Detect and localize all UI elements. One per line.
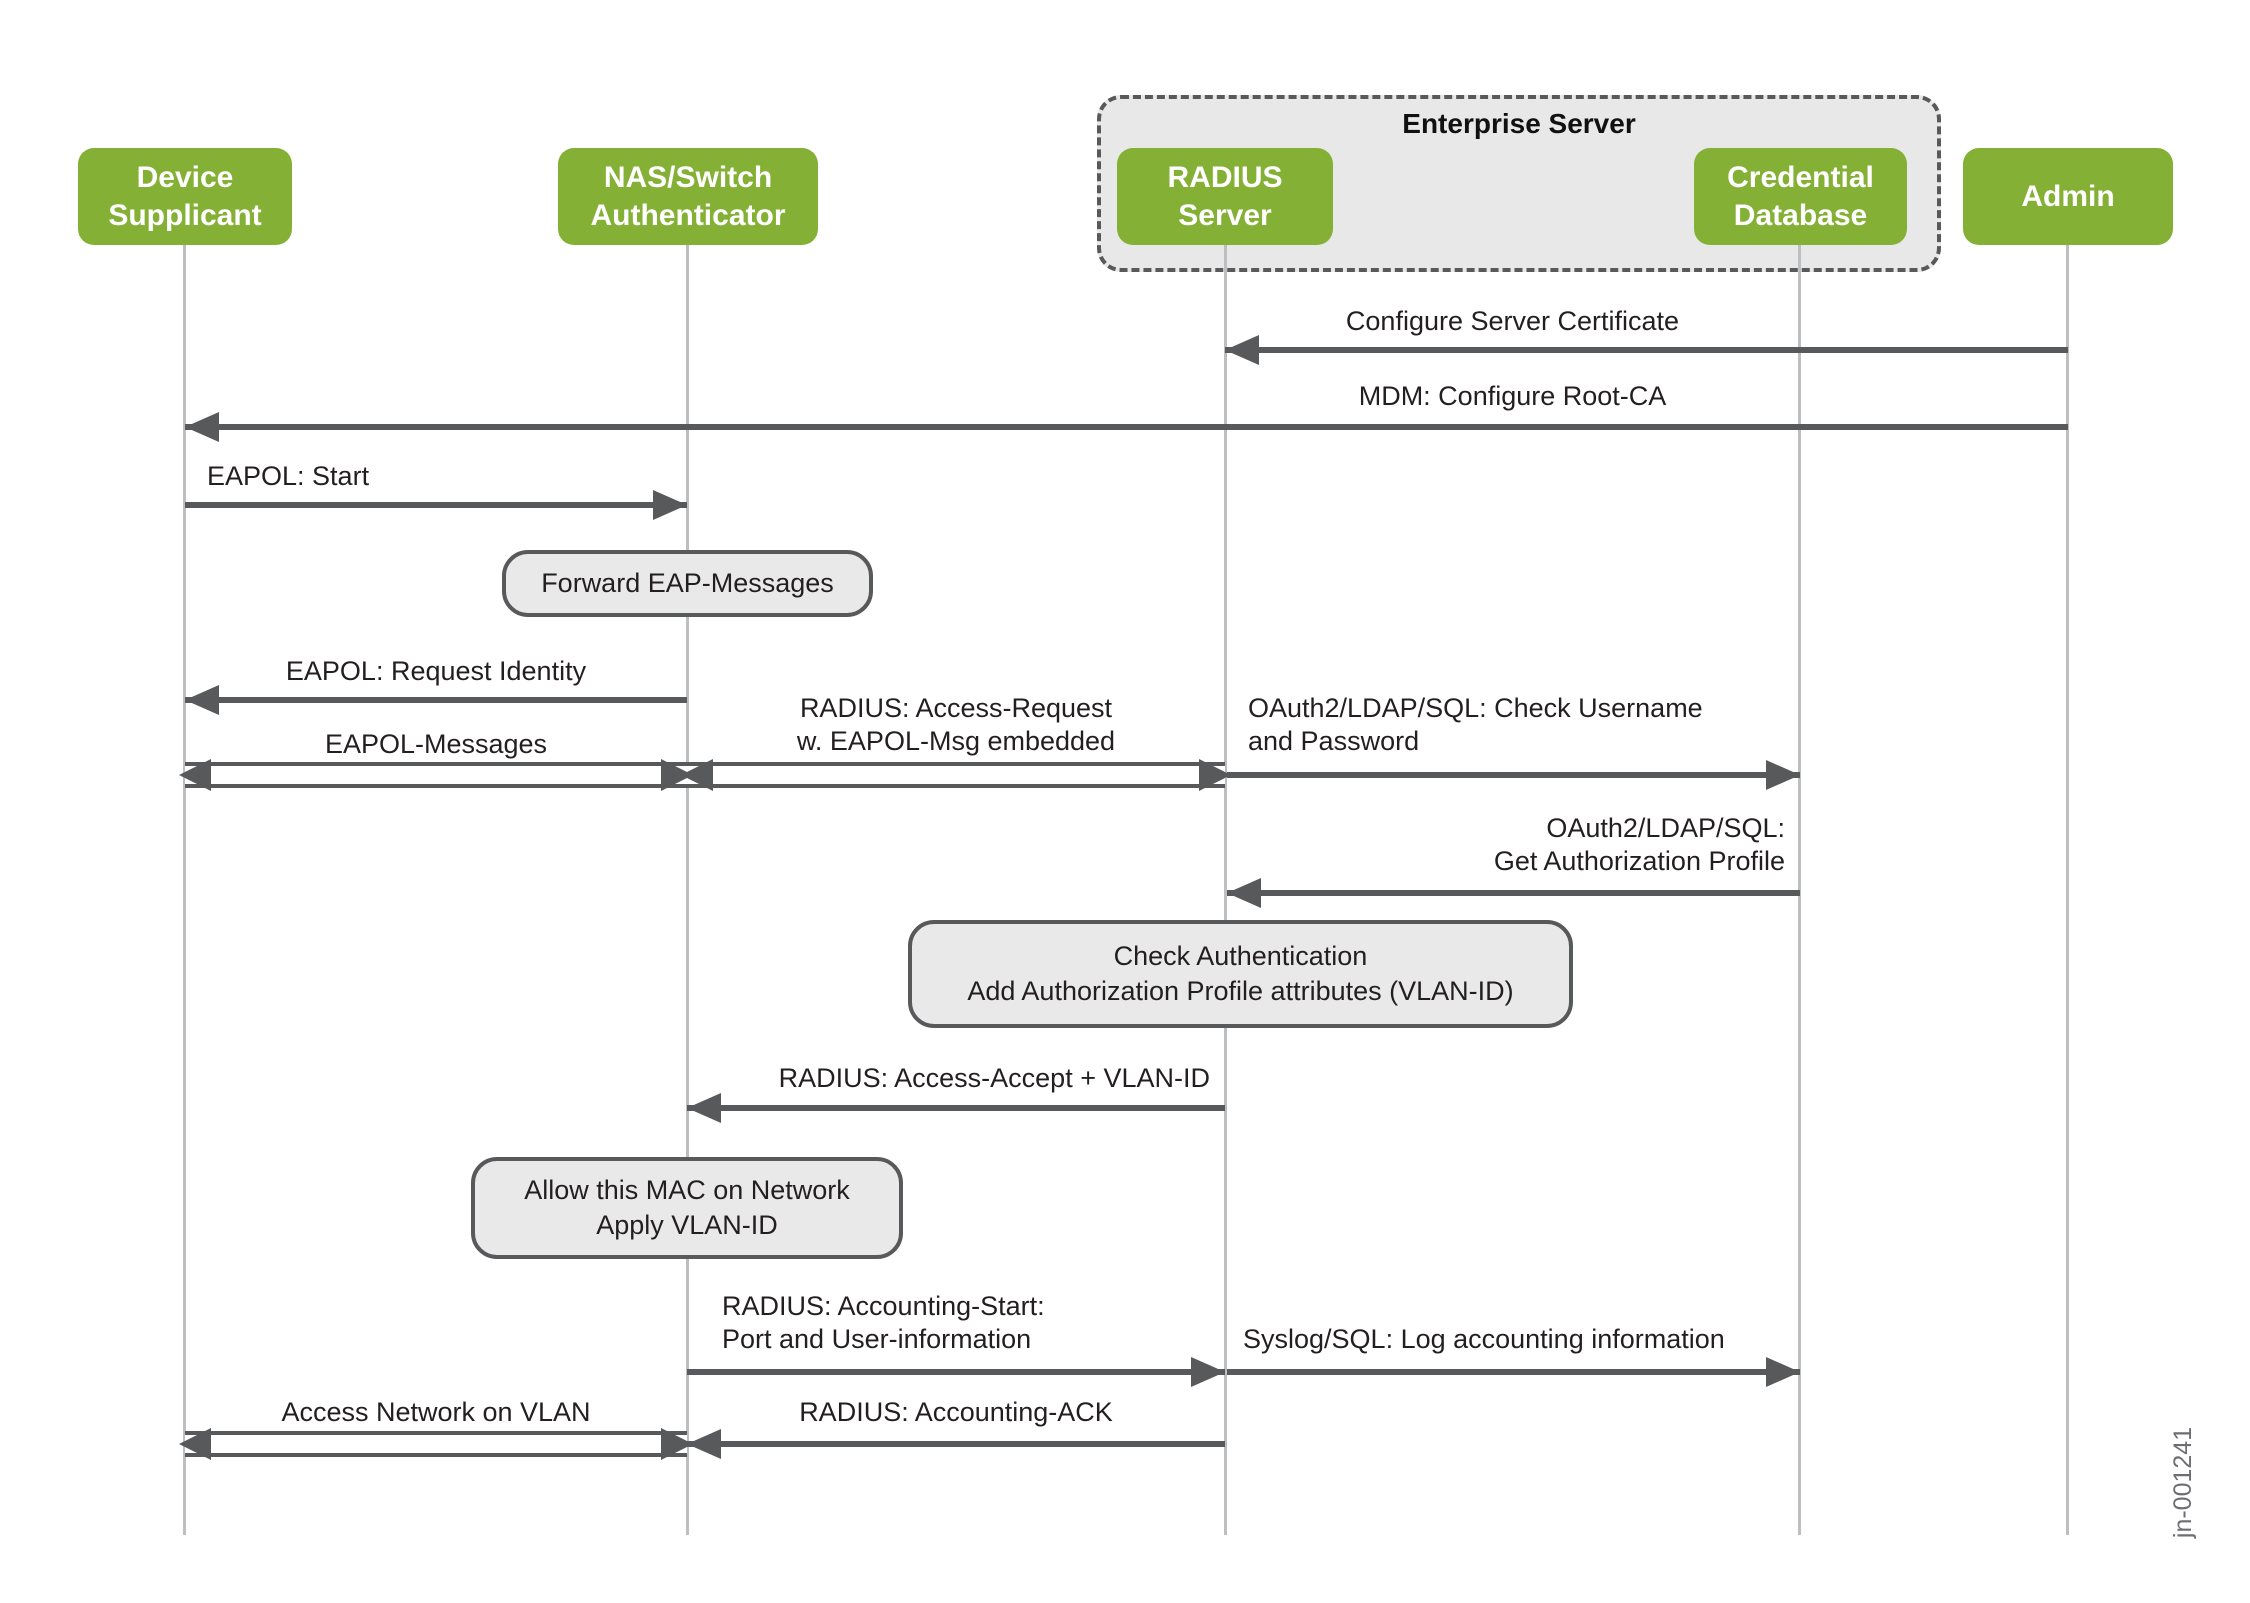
- label-get-authorization-profile: OAuth2/LDAP/SQL: Get Authorization Profi…: [1493, 813, 1785, 877]
- note-check-authentication: Check Authentication Add Authorization P…: [908, 920, 1573, 1028]
- label-configure-server-certificate: Configure Server Certificate: [1345, 306, 1680, 336]
- label-eapol-request-identity: EAPOL: Request Identity: [285, 656, 587, 686]
- actor-device-supplicant: Device Supplicant: [78, 148, 292, 245]
- label-syslog-log-accounting: Syslog/SQL: Log accounting information: [1243, 1324, 1725, 1354]
- arrow-radius-access-accept: [687, 1105, 1225, 1111]
- actor-radius-server: RADIUS Server: [1117, 148, 1333, 245]
- figure-id-watermark: jn-001241: [2169, 1426, 2198, 1539]
- arrow-eapol-start: [185, 502, 687, 508]
- actor-nas-switch-authenticator: NAS/Switch Authenticator: [558, 148, 818, 245]
- label-radius-accounting-start: RADIUS: Accounting-Start: Port and User-…: [722, 1291, 1045, 1355]
- arrow-syslog-log-accounting: [1227, 1369, 1800, 1375]
- arrow-mdm-configure-root-ca: [185, 424, 2068, 430]
- label-radius-accounting-ack: RADIUS: Accounting-ACK: [799, 1397, 1113, 1427]
- label-check-username-password: OAuth2/LDAP/SQL: Check Username and Pass…: [1248, 693, 1703, 757]
- arrow-eapol-messages: [185, 762, 687, 788]
- lifeline-device-supplicant: [183, 245, 186, 1535]
- arrow-access-network-on-vlan: [185, 1431, 687, 1457]
- enterprise-server-group-title: Enterprise Server: [1402, 108, 1636, 139]
- arrow-radius-accounting-start: [687, 1369, 1225, 1375]
- label-radius-access-request: RADIUS: Access-Request w. EAPOL-Msg embe…: [796, 693, 1116, 757]
- arrow-radius-access-request: [687, 762, 1225, 788]
- label-eapol-messages: EAPOL-Messages: [324, 729, 548, 759]
- arrow-eapol-request-identity: [185, 697, 687, 703]
- note-forward-eap-messages: Forward EAP-Messages: [502, 550, 873, 617]
- arrow-check-username-password: [1227, 772, 1800, 778]
- label-radius-access-accept: RADIUS: Access-Accept + VLAN-ID: [778, 1063, 1210, 1093]
- arrow-configure-server-certificate: [1225, 347, 2068, 353]
- lifeline-nas-switch: [686, 245, 689, 1535]
- arrow-radius-accounting-ack: [687, 1441, 1225, 1447]
- lifeline-radius-server: [1224, 245, 1227, 1535]
- arrow-get-authorization-profile: [1227, 890, 1800, 896]
- label-access-network-on-vlan: Access Network on VLAN: [281, 1397, 591, 1427]
- label-mdm-configure-root-ca: MDM: Configure Root-CA: [1358, 381, 1667, 411]
- actor-credential-database: Credential Database: [1694, 148, 1907, 245]
- label-eapol-start: EAPOL: Start: [207, 461, 370, 491]
- note-allow-mac-apply-vlan: Allow this MAC on Network Apply VLAN-ID: [471, 1157, 903, 1259]
- lifeline-admin: [2066, 245, 2069, 1535]
- actor-admin: Admin: [1963, 148, 2173, 245]
